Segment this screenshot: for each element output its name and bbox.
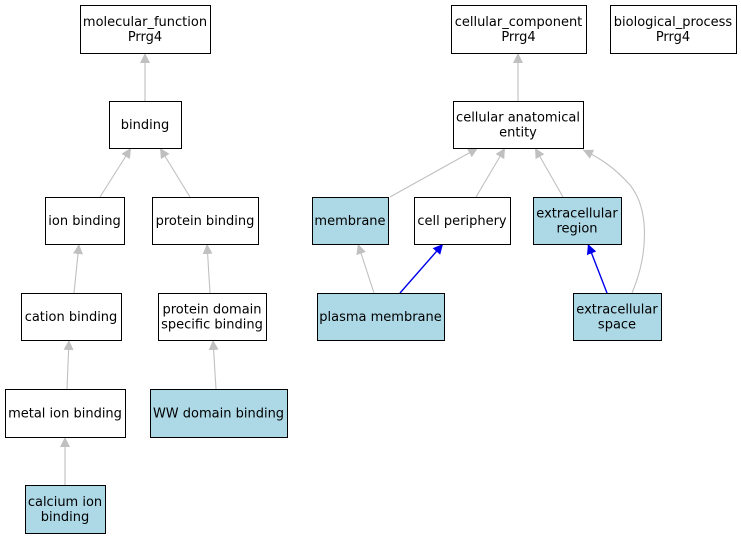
edge-ion-binding-to-binding bbox=[99, 147, 132, 198]
node-box bbox=[453, 101, 584, 149]
node-box bbox=[158, 293, 267, 341]
node-binding[interactable]: binding bbox=[109, 101, 182, 149]
node-label-line: extracellular bbox=[536, 207, 618, 222]
node-label-line: calcium ion bbox=[28, 495, 102, 510]
node-box bbox=[610, 5, 737, 54]
node-ion-binding[interactable]: ion binding bbox=[45, 197, 125, 245]
node-protein-binding[interactable]: protein binding bbox=[152, 197, 259, 245]
node-membrane[interactable]: membrane bbox=[312, 197, 389, 245]
node-box bbox=[80, 5, 211, 54]
node-box bbox=[25, 485, 106, 534]
node-box bbox=[312, 197, 389, 245]
node-box bbox=[5, 389, 126, 438]
edge-cation-binding-to-ion-binding bbox=[73, 243, 83, 294]
edge-metal-ion-binding-to-cation-binding bbox=[63, 339, 74, 390]
node-label-line: biological_process bbox=[614, 15, 733, 30]
edge-plasma-membrane-to-membrane bbox=[356, 243, 375, 294]
node-box bbox=[317, 293, 445, 341]
node-plasma-membrane[interactable]: plasma membrane bbox=[317, 293, 445, 341]
node-box bbox=[109, 101, 182, 149]
node-box bbox=[152, 197, 259, 245]
node-label-line: membrane bbox=[314, 214, 385, 229]
node-box bbox=[573, 293, 662, 341]
node-label-line: binding bbox=[41, 510, 89, 525]
node-box bbox=[533, 197, 622, 245]
node-label-line: ion binding bbox=[48, 214, 120, 229]
node-label-line: protein binding bbox=[156, 214, 255, 229]
node-label-line: protein domain bbox=[162, 303, 261, 318]
node-label-line: space bbox=[598, 318, 636, 333]
edge-cell-periphery-to-cellular-anatomical-entity bbox=[475, 147, 506, 198]
node-label-line: entity bbox=[499, 126, 537, 141]
node-label-line: region bbox=[556, 222, 597, 237]
edge-protein-domain-specific-binding-to-protein-binding bbox=[202, 243, 213, 294]
node-label-line: Prrg4 bbox=[128, 30, 162, 45]
node-box bbox=[150, 389, 288, 438]
node-label-line: molecular_function bbox=[83, 15, 207, 30]
node-box bbox=[45, 197, 125, 245]
node-metal-ion-binding[interactable]: metal ion binding bbox=[5, 389, 126, 438]
node-box bbox=[451, 5, 587, 54]
node-label-line: cation binding bbox=[25, 310, 118, 325]
node-label-line: binding bbox=[121, 118, 169, 133]
node-label-line: WW domain binding bbox=[153, 407, 284, 422]
node-label-line: Prrg4 bbox=[501, 30, 535, 45]
node-label-line: extracellular bbox=[576, 303, 658, 318]
node-label-line: specific binding bbox=[161, 318, 263, 333]
node-label-line: plasma membrane bbox=[319, 310, 442, 325]
edge-extracellular-region-to-cellular-anatomical-entity bbox=[534, 147, 564, 198]
edge-ww-domain-binding-to-protein-domain-specific-binding bbox=[208, 339, 219, 390]
node-label-line: metal ion binding bbox=[8, 407, 122, 422]
edges-layer bbox=[60, 53, 645, 485]
node-label-line: cellular anatomical bbox=[456, 111, 580, 126]
node-cell-periphery[interactable]: cell periphery bbox=[414, 197, 511, 245]
edge-extracellular-space-to-extracellular-region bbox=[586, 243, 608, 294]
nodes-layer: molecular_functionPrrg4cellular_componen… bbox=[5, 5, 737, 534]
node-ww-domain-binding[interactable]: WW domain binding bbox=[150, 389, 288, 438]
node-box bbox=[21, 293, 122, 341]
edge-membrane-to-cellular-anatomical-entity bbox=[389, 147, 479, 198]
node-box bbox=[414, 197, 511, 245]
edge-plasma-membrane-to-cell-periphery bbox=[399, 243, 444, 294]
edge-protein-binding-to-binding bbox=[159, 147, 191, 198]
node-label-line: cellular_component bbox=[455, 15, 583, 30]
node-cation-binding[interactable]: cation binding bbox=[21, 293, 122, 341]
node-label-line: cell periphery bbox=[417, 214, 507, 229]
edge-extracellular-space-to-cellular-anatomical-entity bbox=[582, 149, 645, 294]
node-label-line: Prrg4 bbox=[656, 30, 690, 45]
